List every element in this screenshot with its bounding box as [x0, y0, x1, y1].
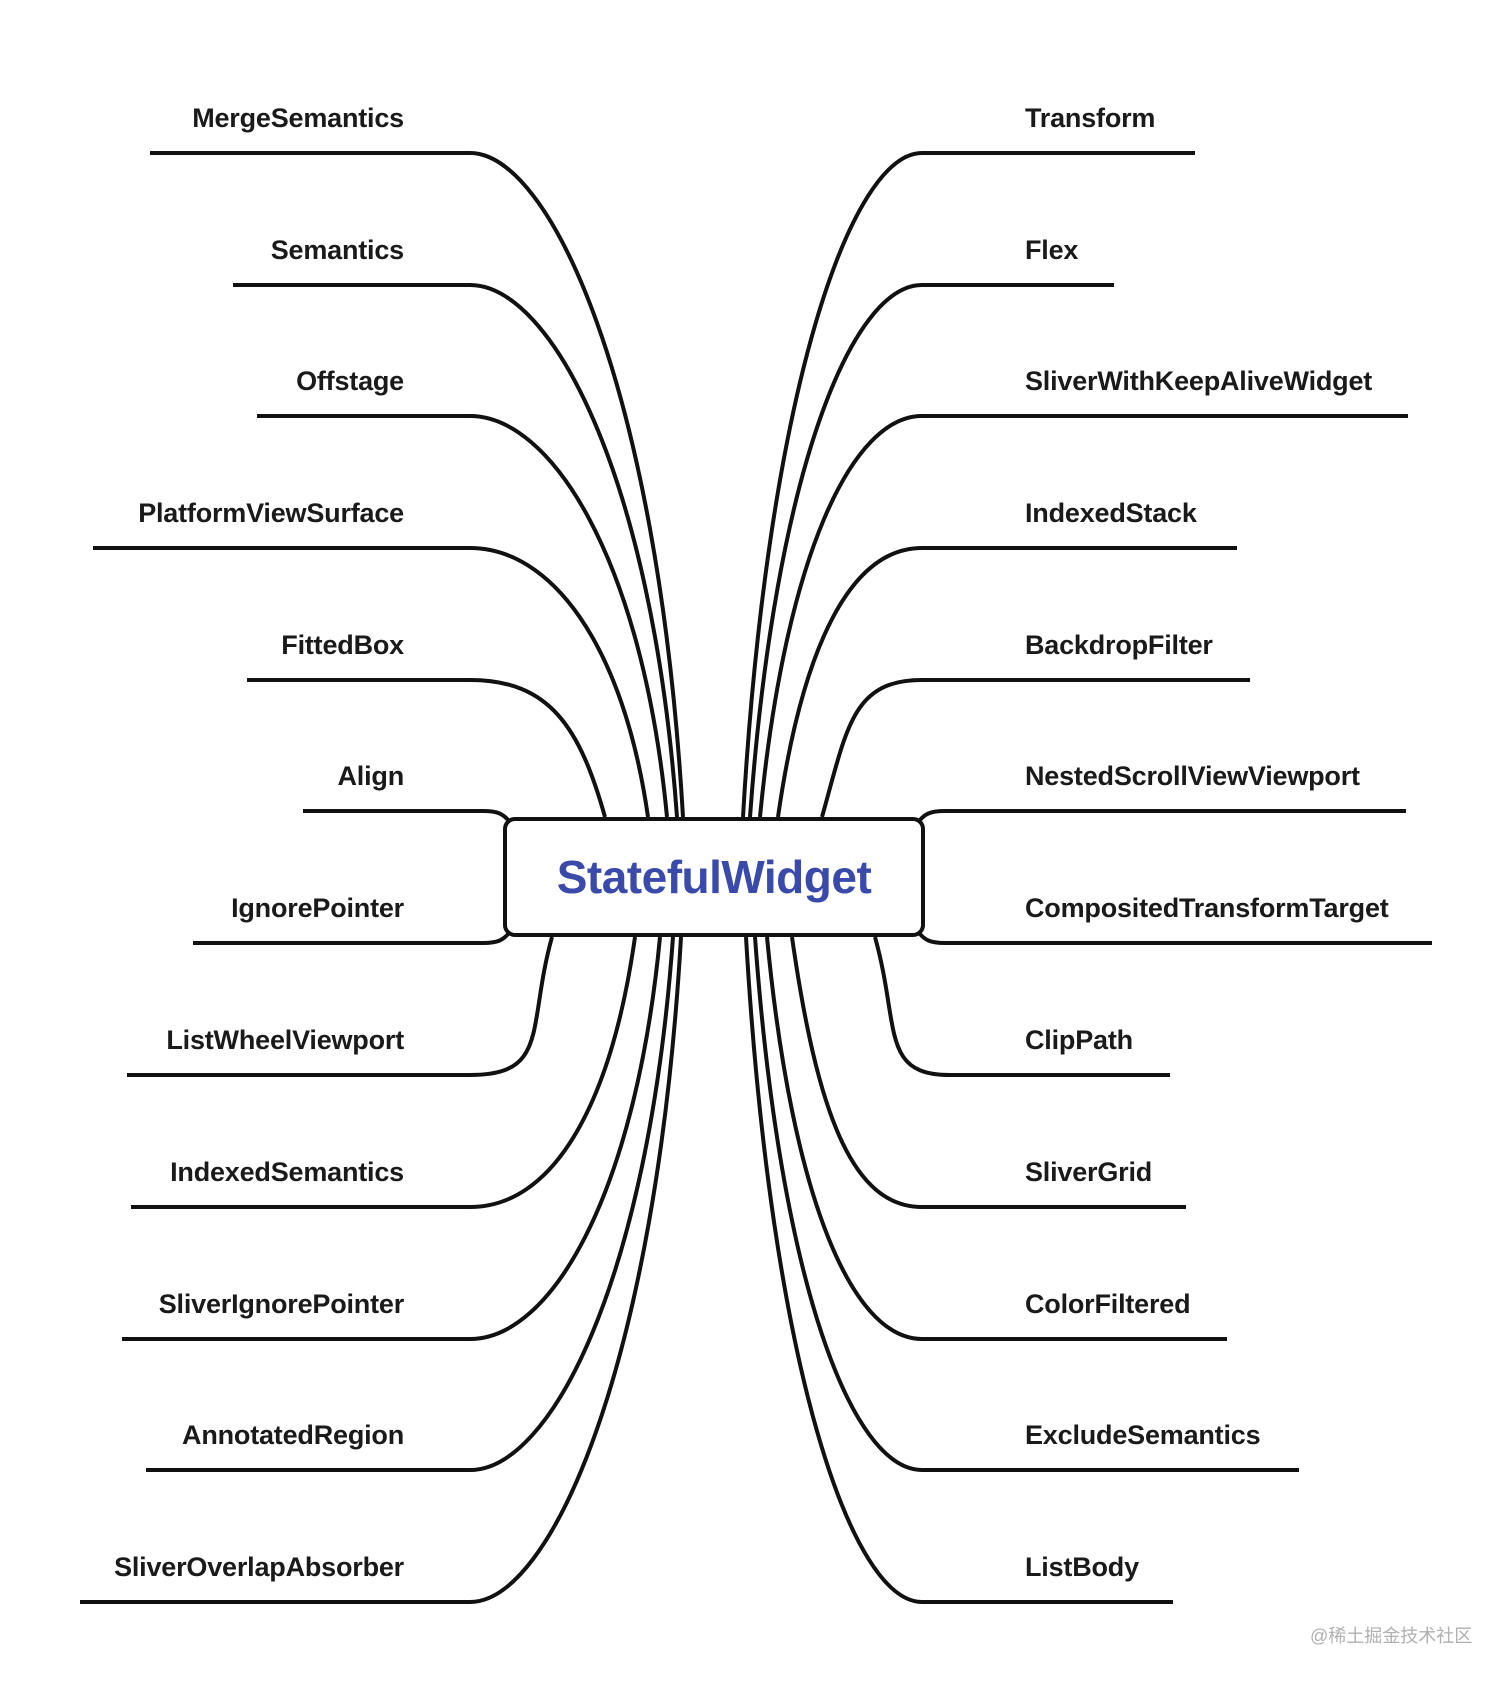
- connector-offstage: [257, 414, 669, 818]
- node-sliverignorepointer[interactable]: SliverIgnorePointer: [158, 1289, 404, 1319]
- node-indexedsemantics[interactable]: IndexedSemantics: [170, 1157, 404, 1187]
- connector-semantics: [233, 283, 679, 818]
- node-platformviewsurface[interactable]: PlatformViewSurface: [138, 498, 404, 528]
- connector-indexedstack: [776, 546, 1237, 818]
- connector-sliveroverlapabsorber: [80, 936, 683, 1604]
- node-listwheelviewport[interactable]: ListWheelViewport: [166, 1025, 404, 1055]
- node-backdropfilter[interactable]: BackdropFilter: [1025, 630, 1213, 660]
- node-annotatedregion[interactable]: AnnotatedRegion: [182, 1420, 404, 1450]
- node-fittedbox[interactable]: FittedBox: [281, 630, 404, 660]
- connector-listbody: [744, 936, 1173, 1604]
- connector-indexedsemantics: [131, 936, 637, 1209]
- connector-flex: [748, 283, 1114, 818]
- connector-listwheelviewport: [127, 936, 554, 1077]
- connector-compositedtransformtarget: [917, 931, 1432, 945]
- node-align[interactable]: Align: [337, 761, 405, 791]
- node-transform[interactable]: Transform: [1025, 103, 1156, 133]
- node-sliverwithkeepalivewidget[interactable]: SliverWithKeepAliveWidget: [1025, 366, 1373, 396]
- node-compositedtransformtarget[interactable]: CompositedTransformTarget: [1025, 893, 1389, 923]
- connector-slivergrid: [790, 936, 1186, 1209]
- node-clippath[interactable]: ClipPath: [1025, 1025, 1133, 1055]
- connector-excludesemantics: [753, 936, 1299, 1472]
- node-excludesemantics[interactable]: ExcludeSemantics: [1025, 1420, 1261, 1450]
- node-ignorepointer[interactable]: IgnorePointer: [231, 893, 404, 923]
- center-node[interactable]: StatefulWidget: [503, 817, 925, 937]
- node-nestedscrollviewviewport[interactable]: NestedScrollViewViewport: [1025, 761, 1360, 791]
- connector-ignorepointer: [193, 931, 511, 945]
- node-flex[interactable]: Flex: [1025, 235, 1079, 265]
- connector-backdropfilter: [820, 678, 1250, 818]
- connector-platformviewsurface: [93, 546, 650, 818]
- watermark: @稀土掘金技术社区: [1310, 1626, 1473, 1646]
- center-node-title: StatefulWidget: [556, 851, 872, 903]
- node-semantics[interactable]: Semantics: [270, 235, 404, 265]
- node-mergesemantics[interactable]: MergeSemantics: [192, 103, 404, 133]
- connector-annotatedregion: [146, 936, 675, 1472]
- connector-nestedscrollviewviewport: [917, 809, 1406, 823]
- node-slivergrid[interactable]: SliverGrid: [1025, 1157, 1153, 1187]
- connector-sliverwithkeepalivewidget: [758, 414, 1408, 818]
- connector-align: [303, 809, 511, 823]
- connector-colorfiltered: [765, 936, 1227, 1341]
- connector-mergesemantics: [150, 151, 685, 818]
- node-slideroverlapabsorber[interactable]: SliverOverlapAbsorber: [114, 1552, 404, 1582]
- node-indexedstack[interactable]: IndexedStack: [1025, 498, 1197, 528]
- connector-sliverignorepointer: [122, 936, 662, 1341]
- node-offstage[interactable]: Offstage: [296, 366, 404, 396]
- node-colorfiltered[interactable]: ColorFiltered: [1025, 1289, 1191, 1319]
- connector-transform: [741, 151, 1195, 818]
- connector-clippath: [873, 936, 1170, 1077]
- node-listbody[interactable]: ListBody: [1025, 1552, 1139, 1582]
- connector-fittedbox: [247, 678, 607, 818]
